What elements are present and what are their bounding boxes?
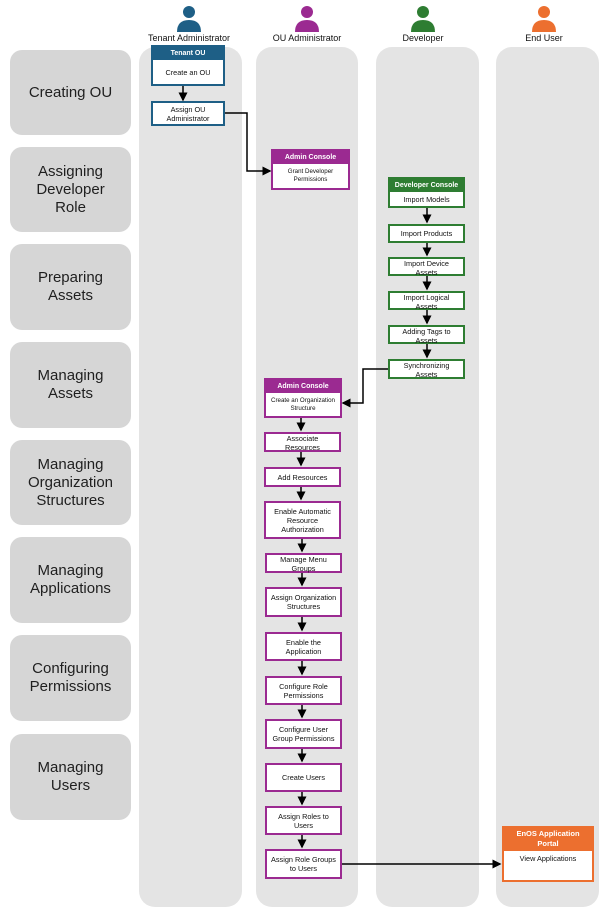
- stage-managing-assets: Managing Assets: [10, 342, 131, 428]
- import-logical-assets-step: Import Logical Assets: [403, 293, 450, 311]
- stage-label-line: Assigning: [37, 162, 104, 180]
- box-header: Developer Console: [390, 179, 463, 192]
- box-header: Admin Console: [266, 380, 340, 393]
- actor-label: OU Administrator: [272, 33, 342, 43]
- actor-ou-administrator: OU Administrator: [252, 4, 362, 43]
- admin-console-grant-box: Admin Console Grant Developer Permission…: [271, 149, 350, 190]
- person-icon: [532, 6, 556, 32]
- manage-menu-groups-step: Manage Menu Groups: [280, 555, 327, 573]
- actor-end-user: End User: [489, 4, 599, 43]
- create-ou-step: Create an OU: [165, 67, 211, 77]
- import-device-assets-box: Import Device Assets: [388, 257, 465, 277]
- actor-label: Developer: [402, 33, 444, 43]
- create-org-structure-step: Create an Organization Structure: [271, 396, 335, 412]
- add-resources-box: Add Resources: [264, 467, 341, 487]
- enable-application-step: Enable the Application: [285, 637, 322, 656]
- import-products-step: Import Products: [400, 229, 453, 238]
- stage-managing-users: Managing Users: [10, 734, 131, 820]
- configure-role-permissions-box: Configure Role Permissions: [265, 676, 342, 705]
- stage-label-line: Assets: [47, 287, 93, 304]
- person-icon: [177, 6, 201, 32]
- assign-role-groups-box: Assign Role Groups to Users: [265, 849, 342, 879]
- actor-tenant-administrator: Tenant Administrator: [134, 4, 244, 43]
- stage-label-line: Developer: [36, 180, 105, 198]
- person-icon: [411, 6, 435, 32]
- actor-developer: Developer: [368, 4, 478, 43]
- import-logical-assets-box: Import Logical Assets: [388, 291, 465, 311]
- view-applications-step: View Applications: [519, 854, 577, 863]
- actor-label: End User: [525, 33, 563, 43]
- stage-configuring-permissions: Configuring Permissions: [10, 635, 131, 721]
- box-header: Admin Console: [273, 151, 348, 164]
- lane-end-user: [496, 47, 599, 907]
- stage-label-line: Preparing: [37, 269, 104, 286]
- create-users-box: Create Users: [265, 763, 342, 792]
- stage-label-line: Managing: [37, 367, 104, 384]
- stage-label-line: Managing: [37, 455, 104, 473]
- synchronizing-assets-box: Synchronizing Assets: [388, 359, 465, 379]
- stage-creating-ou: Creating OU: [10, 50, 131, 135]
- import-models-step: Import Models: [403, 194, 450, 204]
- assign-ou-admin-step: Assign OU Administrator: [166, 104, 210, 123]
- box-header: EnOS Application Portal: [504, 828, 592, 851]
- flow-arrow: [341, 368, 388, 408]
- actor-label: Tenant Administrator: [147, 33, 231, 43]
- stage-managing-applications: Managing Applications: [10, 537, 131, 623]
- admin-console-org-box: Admin Console Create an Organization Str…: [264, 378, 342, 418]
- associate-resources-step: Associate Resources: [285, 434, 320, 452]
- stage-label-line: Configuring: [32, 660, 109, 677]
- assign-role-groups-step: Assign Role Groups to Users: [271, 855, 336, 873]
- enable-auto-auth-box: Enable Automatic Resource Authorization: [264, 501, 341, 539]
- assign-org-structures-box: Assign Organization Structures: [265, 587, 342, 617]
- stage-label-line: Role: [55, 198, 86, 216]
- developer-console-box: Developer Console Import Models: [388, 177, 465, 208]
- stage-assigning-developer-role: Assigning Developer Role: [10, 147, 131, 232]
- stage-label-line: Organization: [27, 473, 114, 491]
- stage-label-line: Users: [50, 777, 91, 794]
- enable-auto-auth-step: Enable Automatic Resource Authorization: [274, 506, 331, 534]
- enable-application-box: Enable the Application: [265, 632, 342, 661]
- stage-managing-organization-structures: Managing Organization Structures: [10, 440, 131, 525]
- stage-label-line: Structures: [36, 491, 105, 509]
- assign-roles-step: Assign Roles to Users: [278, 811, 329, 830]
- add-resources-step: Add Resources: [277, 472, 328, 482]
- stage-label-line: Applications: [30, 580, 111, 597]
- assign-roles-box: Assign Roles to Users: [265, 806, 342, 835]
- flow-arrow: [225, 112, 272, 176]
- stage-label-line: Assets: [47, 385, 93, 402]
- configure-group-permissions-box: Configure User Group Permissions: [265, 719, 342, 749]
- grant-developer-permissions-step: Grant Developer Permissions: [287, 168, 334, 183]
- synchronizing-assets-step: Synchronizing Assets: [403, 361, 450, 379]
- create-users-step: Create Users: [282, 773, 325, 782]
- box-header: Tenant OU: [153, 47, 223, 60]
- stage-label-line: Managing: [37, 759, 104, 776]
- import-products-box: Import Products: [388, 224, 465, 243]
- stage-label-line: Permissions: [29, 678, 112, 695]
- stage-label-line: Managing: [37, 562, 104, 579]
- configure-role-permissions-step: Configure Role Permissions: [279, 681, 328, 700]
- assign-ou-admin-box: Assign OU Administrator: [151, 101, 225, 126]
- lane-tenant-administrator: [139, 47, 242, 907]
- import-device-assets-step: Import Device Assets: [403, 259, 449, 277]
- adding-tags-box: Adding Tags to Assets: [388, 325, 465, 345]
- tenant-ou-box: Tenant OU Create an OU: [151, 45, 225, 86]
- stage-label: Creating OU: [28, 83, 113, 101]
- person-icon: [295, 6, 319, 32]
- configure-group-permissions-step: Configure User Group Permissions: [272, 725, 335, 743]
- stage-preparing-assets: Preparing Assets: [10, 244, 131, 330]
- associate-resources-box: Associate Resources: [264, 432, 341, 452]
- enos-application-portal-box: EnOS Application Portal View Application…: [502, 826, 594, 882]
- manage-menu-groups-box: Manage Menu Groups: [265, 553, 342, 573]
- assign-org-structures-step: Assign Organization Structures: [270, 593, 337, 611]
- adding-tags-step: Adding Tags to Assets: [402, 327, 451, 345]
